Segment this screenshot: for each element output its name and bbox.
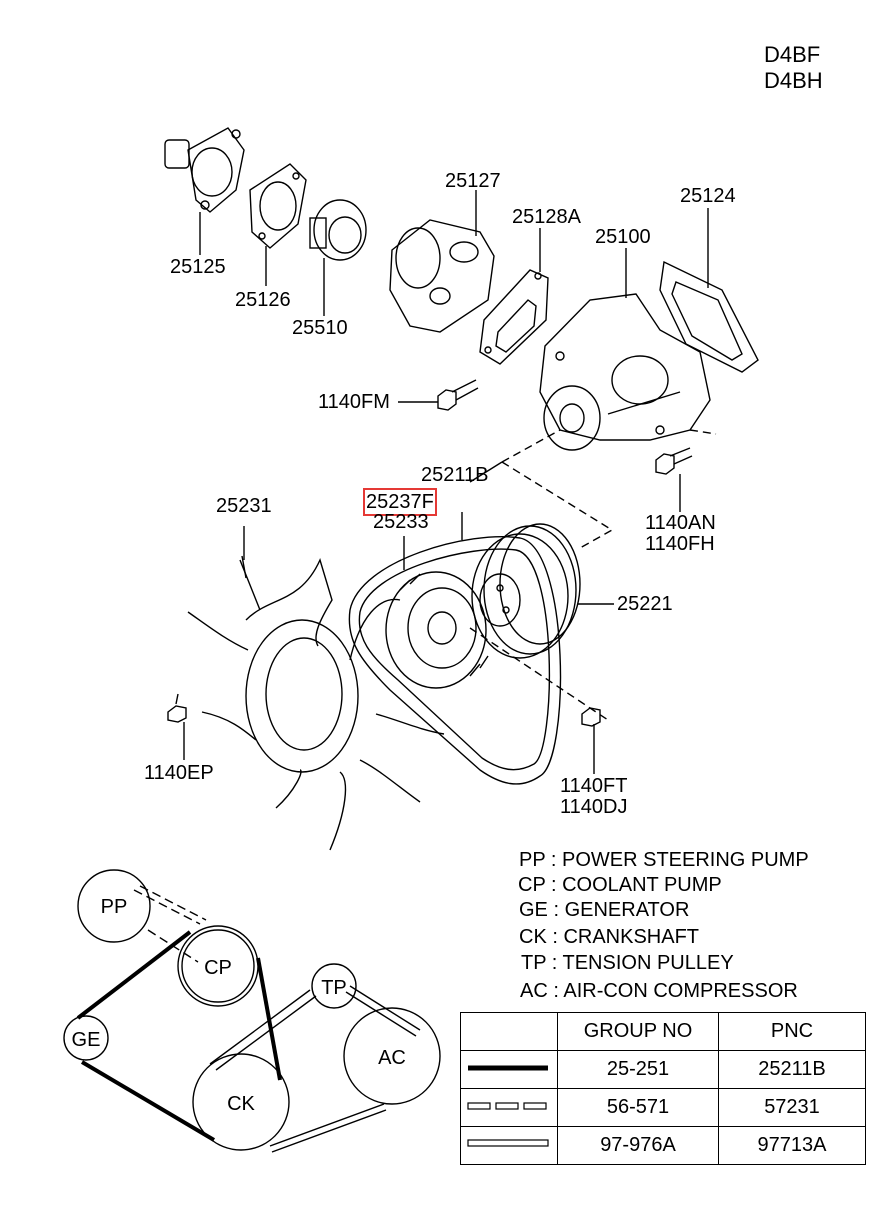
table-header-row: GROUP NO PNC xyxy=(460,1012,866,1051)
row-symbol-thick xyxy=(460,1050,558,1089)
pump-gasket-drawing xyxy=(659,208,759,373)
inlet-gasket-drawing xyxy=(479,228,549,365)
part-label-25126[interactable]: 25126 xyxy=(235,289,291,311)
part-label-25125[interactable]: 25125 xyxy=(170,256,226,278)
belt-node-labels: PP CP GE CK TP AC xyxy=(72,896,406,1115)
node-cp: CP xyxy=(204,957,232,979)
part-label-1140ep[interactable]: 1140EP xyxy=(144,762,214,784)
row-symbol-dashed xyxy=(460,1088,558,1127)
part-label-25221[interactable]: 25221 xyxy=(617,593,673,615)
cooling-fan-drawing xyxy=(187,526,445,851)
header-symbol xyxy=(460,1012,558,1051)
legend-tp: TP : TENSION PULLEY xyxy=(521,952,734,974)
thermostat-housing-drawing xyxy=(164,127,245,255)
node-tp: TP xyxy=(321,977,347,999)
legend-pp: PP : POWER STEERING PUMP xyxy=(519,849,809,871)
legend-cp: CP : COOLANT PUMP xyxy=(518,874,722,896)
pulley-ck xyxy=(192,1053,290,1151)
bolt-1140ep-drawing xyxy=(167,693,187,760)
part-label-25127[interactable]: 25127 xyxy=(445,170,501,192)
part-label-25211b[interactable]: 25211B xyxy=(421,464,489,486)
bolt-1140fm-drawing xyxy=(398,379,479,411)
bolt-1140ft-drawing xyxy=(581,707,601,774)
pulley-ac xyxy=(343,1007,441,1105)
part-label-25124[interactable]: 25124 xyxy=(680,185,736,207)
part-label-1140ft[interactable]: 1140FT xyxy=(560,775,628,797)
pulley-cp xyxy=(177,925,259,1007)
part-label-25128a[interactable]: 25128A xyxy=(512,206,581,228)
part-label-25237f[interactable]: 25237F xyxy=(363,488,437,516)
row-pnc[interactable]: 25211B xyxy=(718,1050,866,1089)
part-label-1140an[interactable]: 1140AN xyxy=(645,512,716,534)
pulley-pp xyxy=(77,869,151,943)
part-label-25231[interactable]: 25231 xyxy=(216,495,272,517)
legend-ck: CK : CRANKSHAFT xyxy=(519,926,700,948)
thermostat-gasket-drawing xyxy=(249,163,307,286)
v-belt-drawing xyxy=(348,536,562,785)
row-symbol-double xyxy=(460,1126,558,1165)
node-ck: CK xyxy=(227,1093,255,1115)
belt-routing-schematic xyxy=(63,869,441,1153)
row-pnc[interactable]: 57231 xyxy=(718,1088,866,1127)
header-pnc: PNC xyxy=(718,1012,866,1051)
water-inlet-fitting-drawing xyxy=(389,190,495,333)
leader-25211b xyxy=(469,461,503,483)
node-ge: GE xyxy=(72,1029,101,1051)
row-group-no[interactable]: 97-976A xyxy=(557,1126,719,1165)
row-group-no[interactable]: 56-571 xyxy=(557,1088,719,1127)
engine-code-2: D4BH xyxy=(764,68,823,93)
header-group-no: GROUP NO xyxy=(557,1012,719,1051)
bolt-1140an-drawing xyxy=(655,447,693,512)
part-label-1140fm[interactable]: 1140FM xyxy=(318,391,390,413)
part-label-1140dj[interactable]: 1140DJ xyxy=(560,796,628,818)
part-label-1140fh[interactable]: 1140FH xyxy=(645,533,715,555)
legend-ge: GE : GENERATOR xyxy=(519,899,690,921)
legend-ac: AC : AIR-CON COMPRESSOR xyxy=(520,980,798,1002)
fan-clutch-drawing xyxy=(385,512,489,689)
pulley-tp xyxy=(311,963,357,1009)
pulley-ge xyxy=(63,1015,109,1061)
thermostat-drawing xyxy=(309,199,367,316)
row-group-no[interactable]: 25-251 xyxy=(557,1050,719,1089)
alignment-lines xyxy=(469,429,717,721)
node-ac: AC xyxy=(378,1047,406,1069)
part-label-25233[interactable]: 25233 xyxy=(373,511,429,533)
pulley-25221-drawing xyxy=(471,523,614,659)
belt-pnc-table: GROUP NO PNC 25-251 25211B 56-571 57231 … xyxy=(460,1012,866,1165)
node-pp: PP xyxy=(101,896,128,918)
table-row: 56-571 57231 xyxy=(460,1088,866,1127)
row-pnc[interactable]: 97713A xyxy=(718,1126,866,1165)
part-label-25100[interactable]: 25100 xyxy=(595,226,651,248)
table-row: 25-251 25211B xyxy=(460,1050,866,1089)
table-row: 97-976A 97713A xyxy=(460,1126,866,1165)
engine-code-1: D4BF xyxy=(764,42,821,67)
part-label-25510[interactable]: 25510 xyxy=(292,317,348,339)
water-pump-drawing xyxy=(539,248,711,451)
